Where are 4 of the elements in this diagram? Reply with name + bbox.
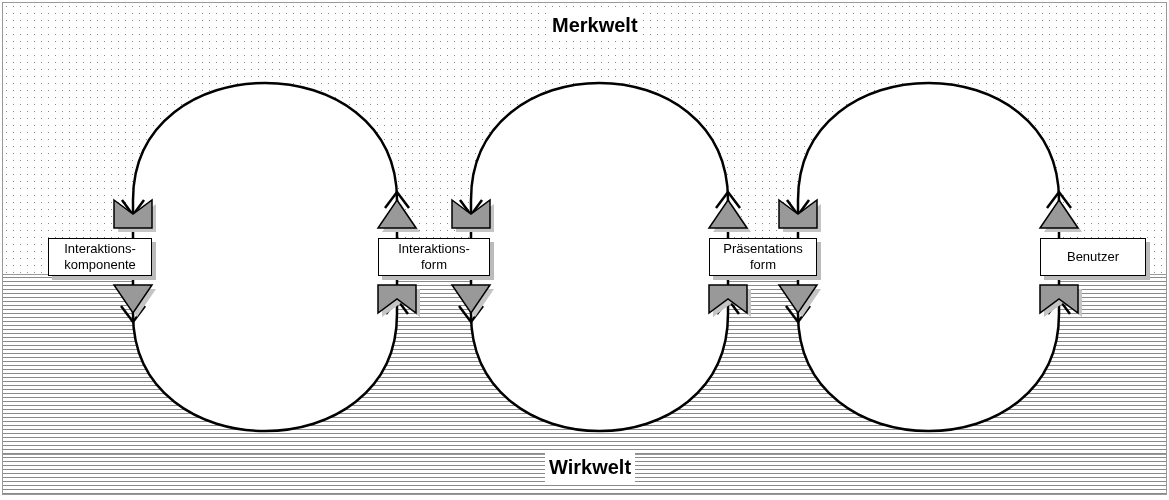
arrow: [785, 82, 1073, 238]
arrow: [458, 82, 742, 238]
arrow: [120, 82, 411, 238]
region-label: Wirkwelt: [545, 452, 636, 482]
